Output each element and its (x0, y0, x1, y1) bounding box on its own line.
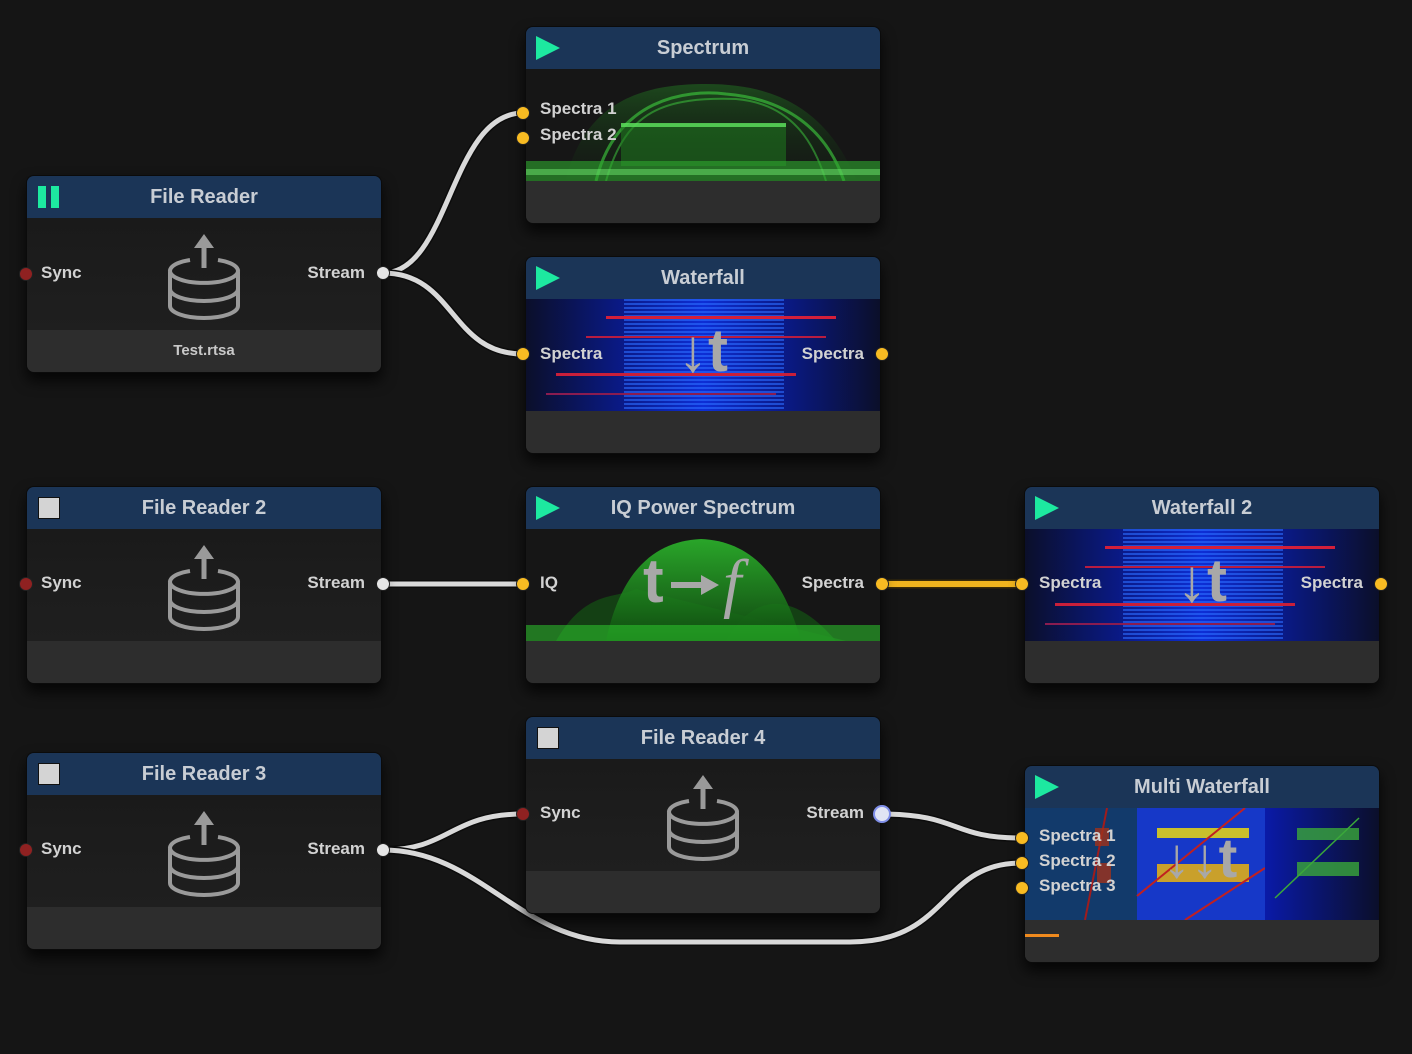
database-upload-icon (168, 545, 240, 631)
port-label-spectra-out: Spectra (801, 573, 864, 592)
port-label-spectra-in: Spectra (540, 344, 603, 363)
progress-indicator (1025, 934, 1059, 937)
port-label-stream: Stream (307, 839, 365, 858)
port-label-stream: Stream (307, 573, 365, 592)
port-spectra-2-in[interactable] (1015, 856, 1029, 870)
node-footer (526, 641, 880, 683)
port-label-spectra-1: Spectra 1 (540, 99, 617, 118)
node-file-reader[interactable]: File Reader Sync Stream Test.rtsa (26, 175, 382, 373)
port-label-sync: Sync (41, 839, 82, 858)
waterfall-visualization (526, 299, 880, 411)
node-footer-filename (526, 871, 880, 913)
spectrum-visualization (526, 84, 880, 181)
time-to-frequency-icon: t f (643, 547, 742, 620)
multi-time-down-arrow-icon: ↓↓t (1162, 826, 1238, 889)
node-footer (1025, 920, 1379, 962)
play-icon[interactable] (1035, 775, 1059, 799)
node-file-reader-2[interactable]: File Reader 2 Sync Stream (26, 486, 382, 684)
node-title: Spectrum (656, 37, 750, 59)
port-sync-in[interactable] (19, 843, 33, 857)
node-multi-waterfall[interactable]: Multi Waterfall Spectra 1 Spect (1024, 765, 1380, 963)
port-spectra-in[interactable] (516, 347, 530, 361)
port-sync-in[interactable] (19, 267, 33, 281)
port-spectra-out[interactable] (1374, 577, 1388, 591)
node-header[interactable]: Waterfall (526, 257, 880, 299)
port-stream-out[interactable] (376, 577, 390, 591)
waterfall-visualization (1025, 529, 1379, 641)
play-icon[interactable] (1035, 496, 1059, 520)
port-label-stream: Stream (806, 803, 864, 822)
multi-waterfall-visualization (1025, 808, 1379, 920)
node-spectrum[interactable]: Spectrum Spectra 1 Spectra 2 (525, 26, 881, 224)
node-title: File Reader 2 (141, 497, 267, 519)
node-footer-filename (27, 907, 381, 949)
node-footer (526, 411, 880, 453)
port-stream-out[interactable] (376, 266, 390, 280)
node-title: File Reader (150, 186, 258, 208)
port-label-spectra-in: Spectra (1039, 573, 1102, 592)
stop-icon[interactable] (38, 763, 60, 785)
play-icon[interactable] (536, 266, 560, 290)
node-header[interactable]: IQ Power Spectrum (526, 487, 880, 529)
node-header[interactable]: File Reader 3 (27, 753, 381, 795)
stop-icon[interactable] (38, 497, 60, 519)
port-sync-in[interactable] (516, 807, 530, 821)
database-upload-icon (667, 775, 739, 861)
port-label-stream: Stream (307, 263, 365, 282)
port-spectra-out[interactable] (875, 577, 889, 591)
port-spectra-3-in[interactable] (1015, 881, 1029, 895)
node-iq-power-spectrum[interactable]: IQ Power Spectrum IQ Spectra t f (525, 486, 881, 684)
port-iq-in[interactable] (516, 577, 530, 591)
port-label-spectra-out: Spectra (801, 344, 864, 363)
port-label-sync: Sync (41, 573, 82, 592)
port-label-sync: Sync (41, 263, 82, 282)
port-label-spectra-2: Spectra 2 (1039, 851, 1116, 870)
node-header[interactable]: File Reader (27, 176, 381, 218)
node-title: Multi Waterfall (1134, 776, 1270, 798)
node-header[interactable]: Multi Waterfall (1025, 766, 1379, 808)
node-footer-filename (27, 641, 381, 683)
port-spectra-1-in[interactable] (1015, 831, 1029, 845)
port-stream-out[interactable] (873, 805, 891, 823)
time-down-arrow-icon: ↓t (1177, 547, 1227, 614)
node-header[interactable]: Waterfall 2 (1025, 487, 1379, 529)
node-footer (526, 181, 880, 223)
port-label-sync: Sync (540, 803, 581, 822)
node-title: Waterfall 2 (1151, 497, 1253, 519)
port-spectra-1-in[interactable] (516, 106, 530, 120)
node-file-reader-3[interactable]: File Reader 3 Sync Stream (26, 752, 382, 950)
port-stream-out[interactable] (376, 843, 390, 857)
node-header[interactable]: File Reader 2 (27, 487, 381, 529)
port-label-iq: IQ (540, 573, 558, 592)
database-upload-icon (168, 811, 240, 897)
node-waterfall-2[interactable]: Waterfall 2 Spectra Spectra ↓t (1024, 486, 1380, 684)
play-icon[interactable] (536, 36, 560, 60)
node-title: File Reader 4 (640, 727, 766, 749)
port-spectra-in[interactable] (1015, 577, 1029, 591)
pause-icon[interactable] (38, 186, 60, 208)
node-title: IQ Power Spectrum (610, 497, 796, 519)
node-header[interactable]: File Reader 4 (526, 717, 880, 759)
time-down-arrow-icon: ↓t (678, 317, 728, 384)
play-icon[interactable] (536, 496, 560, 520)
node-waterfall[interactable]: Waterfall Spectra (525, 256, 881, 454)
node-title: Waterfall (661, 267, 745, 289)
stop-icon[interactable] (537, 727, 559, 749)
database-upload-icon (168, 234, 240, 320)
port-sync-in[interactable] (19, 577, 33, 591)
node-footer-filename: Test.rtsa (27, 330, 381, 372)
port-spectra-out[interactable] (875, 347, 889, 361)
port-label-spectra-1: Spectra 1 (1039, 826, 1116, 845)
node-title: File Reader 3 (141, 763, 267, 785)
node-header[interactable]: Spectrum (526, 27, 880, 69)
port-label-spectra-out: Spectra (1300, 573, 1363, 592)
node-footer (1025, 641, 1379, 683)
port-spectra-2-in[interactable] (516, 131, 530, 145)
node-file-reader-4[interactable]: File Reader 4 Sync Stream (525, 716, 881, 914)
port-label-spectra-3: Spectra 3 (1039, 876, 1116, 895)
port-label-spectra-2: Spectra 2 (540, 125, 617, 144)
